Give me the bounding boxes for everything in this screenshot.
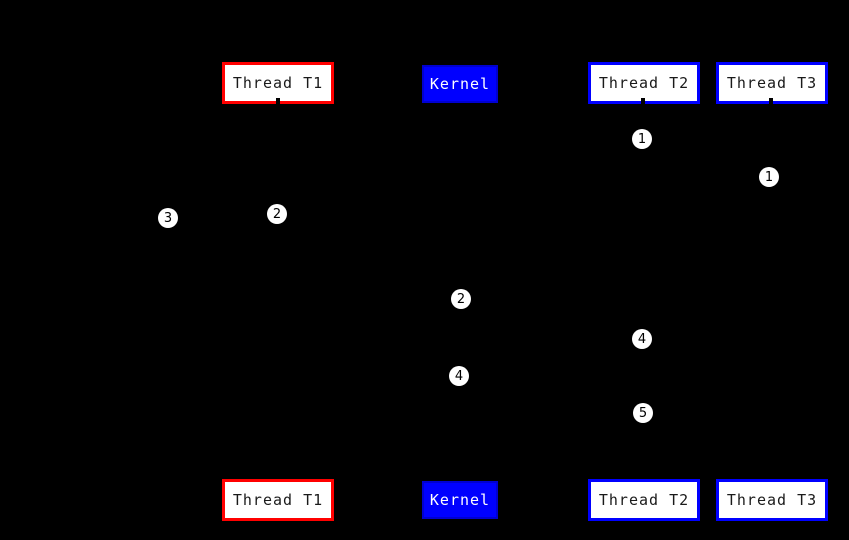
actor-label-thread-t1-top: Thread T1 (232, 74, 324, 92)
step-marker-1: 1 (632, 129, 652, 149)
step-marker-4: 4 (632, 329, 652, 349)
step-marker-2: 2 (451, 289, 471, 309)
step-marker-label: 4 (637, 331, 647, 347)
step-marker-1: 1 (759, 167, 779, 187)
actor-label-kernel-top: Kernel (429, 75, 491, 93)
step-marker-3: 3 (158, 208, 178, 228)
actor-box-thread-t3-top: Thread T3 (716, 62, 828, 104)
actor-label-thread-t1-bottom: Thread T1 (232, 491, 324, 509)
step-marker-label: 1 (764, 169, 774, 185)
step-marker-5: 5 (633, 403, 653, 423)
lifeline-notch (276, 98, 280, 104)
step-marker-2: 2 (267, 204, 287, 224)
step-marker-label: 1 (637, 131, 647, 147)
step-marker-label: 4 (454, 368, 464, 384)
actor-box-thread-t2-bottom: Thread T2 (588, 479, 700, 521)
step-marker-label: 3 (163, 210, 173, 226)
step-marker-label: 2 (272, 206, 282, 222)
step-marker-label: 5 (638, 405, 648, 421)
lifeline-notch (769, 98, 773, 104)
actor-box-kernel-bottom: Kernel (422, 481, 498, 519)
lifeline-notch (641, 98, 645, 104)
lifeline-thread-t3 (769, 103, 772, 479)
actor-label-kernel-bottom: Kernel (429, 491, 491, 509)
actor-box-thread-t1-bottom: Thread T1 (222, 479, 334, 521)
lifeline-thread-t1 (276, 103, 279, 479)
lifeline-thread-t2 (641, 103, 644, 479)
actor-box-thread-t3-bottom: Thread T3 (716, 479, 828, 521)
step-marker-4: 4 (449, 366, 469, 386)
actor-label-thread-t3-top: Thread T3 (726, 74, 818, 92)
actor-label-thread-t2-top: Thread T2 (598, 74, 690, 92)
actor-box-kernel-top: Kernel (422, 65, 498, 103)
actor-label-thread-t2-bottom: Thread T2 (598, 491, 690, 509)
actor-label-thread-t3-bottom: Thread T3 (726, 491, 818, 509)
step-marker-label: 2 (456, 291, 466, 307)
